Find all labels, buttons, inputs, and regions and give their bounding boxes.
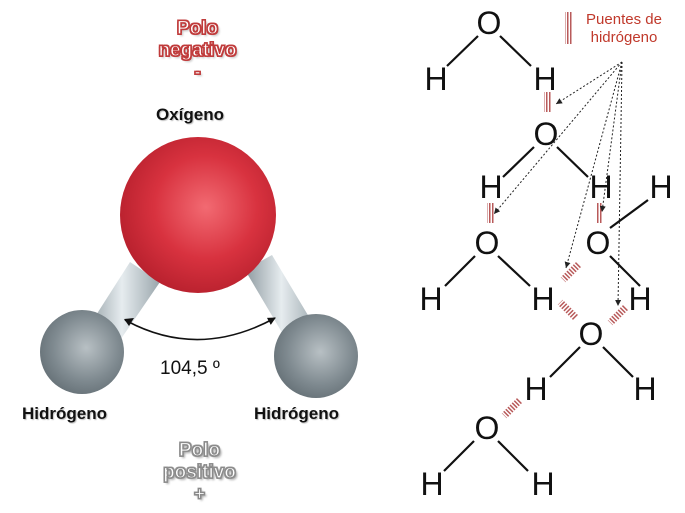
positive-pole-line1: Polo	[178, 439, 221, 461]
hydrogen-atom: H	[531, 281, 554, 317]
hydrogen-left-sphere	[40, 310, 124, 394]
legend-hbond-swatch	[565, 12, 572, 44]
legend-pointer-lines	[493, 61, 623, 307]
negative-pole-line1: Polo	[176, 17, 219, 39]
oxygen-atom: O	[475, 225, 500, 261]
hydrogen-atom: H	[589, 169, 612, 205]
hydrogen-bond	[560, 261, 582, 283]
hydrogen-bond	[544, 92, 551, 112]
bond-angle-label: 104,5 º	[160, 358, 220, 379]
positive-pole-line2: positivo	[162, 461, 236, 483]
hydrogen-right-label: Hidrógeno	[254, 404, 339, 423]
hydrogen-atom: H	[628, 281, 651, 317]
covalent-bonds	[443, 35, 649, 472]
hydrogen-bond	[501, 397, 523, 419]
hydrogen-left-label: Hidrógeno	[22, 404, 107, 423]
oxygen-atom: O	[534, 116, 559, 152]
negative-pole-sign: -	[194, 61, 202, 83]
angle-arc	[124, 317, 276, 341]
hydrogen-atom: H	[531, 466, 554, 502]
positive-pole-sign: +	[193, 483, 206, 505]
hydrogen-atom: H	[524, 371, 547, 407]
hydrogen-atom: H	[424, 61, 447, 97]
hydrogen-bond	[607, 304, 629, 326]
hydrogen-bond	[596, 203, 603, 223]
oxygen-atom: O	[475, 410, 500, 446]
legend-line2: hidrógeno	[590, 29, 658, 46]
oxygen-sphere	[120, 137, 276, 293]
negative-pole-line2: negativo	[158, 39, 237, 61]
oxygen-atom: O	[477, 5, 502, 41]
hydrogen-atom: H	[633, 371, 656, 407]
oxygen-atom: O	[586, 225, 611, 261]
hydrogen-bond-legend: Puentes de hidrógeno	[574, 11, 674, 47]
hydrogen-bond	[557, 299, 579, 321]
hydrogen-atom: H	[479, 169, 502, 205]
negative-pole-label: Polo negativo -	[140, 17, 255, 84]
hydrogen-atom: H	[649, 169, 672, 205]
hydrogen-atom: H	[419, 281, 442, 317]
oxygen-label: Oxígeno	[156, 105, 225, 124]
oxygen-atom: O	[579, 316, 604, 352]
hydrogen-atom: H	[533, 61, 556, 97]
hydrogen-bond	[487, 203, 494, 223]
molecule-3d-drawing	[40, 137, 358, 398]
legend-line1: Puentes de	[586, 11, 662, 28]
hydrogen-atom: H	[420, 466, 443, 502]
hydrogen-right-sphere	[274, 314, 358, 398]
hydrogen-bonds	[487, 12, 629, 419]
angle-arrow-left	[124, 318, 134, 326]
positive-pole-label: Polo positivo +	[142, 439, 257, 506]
